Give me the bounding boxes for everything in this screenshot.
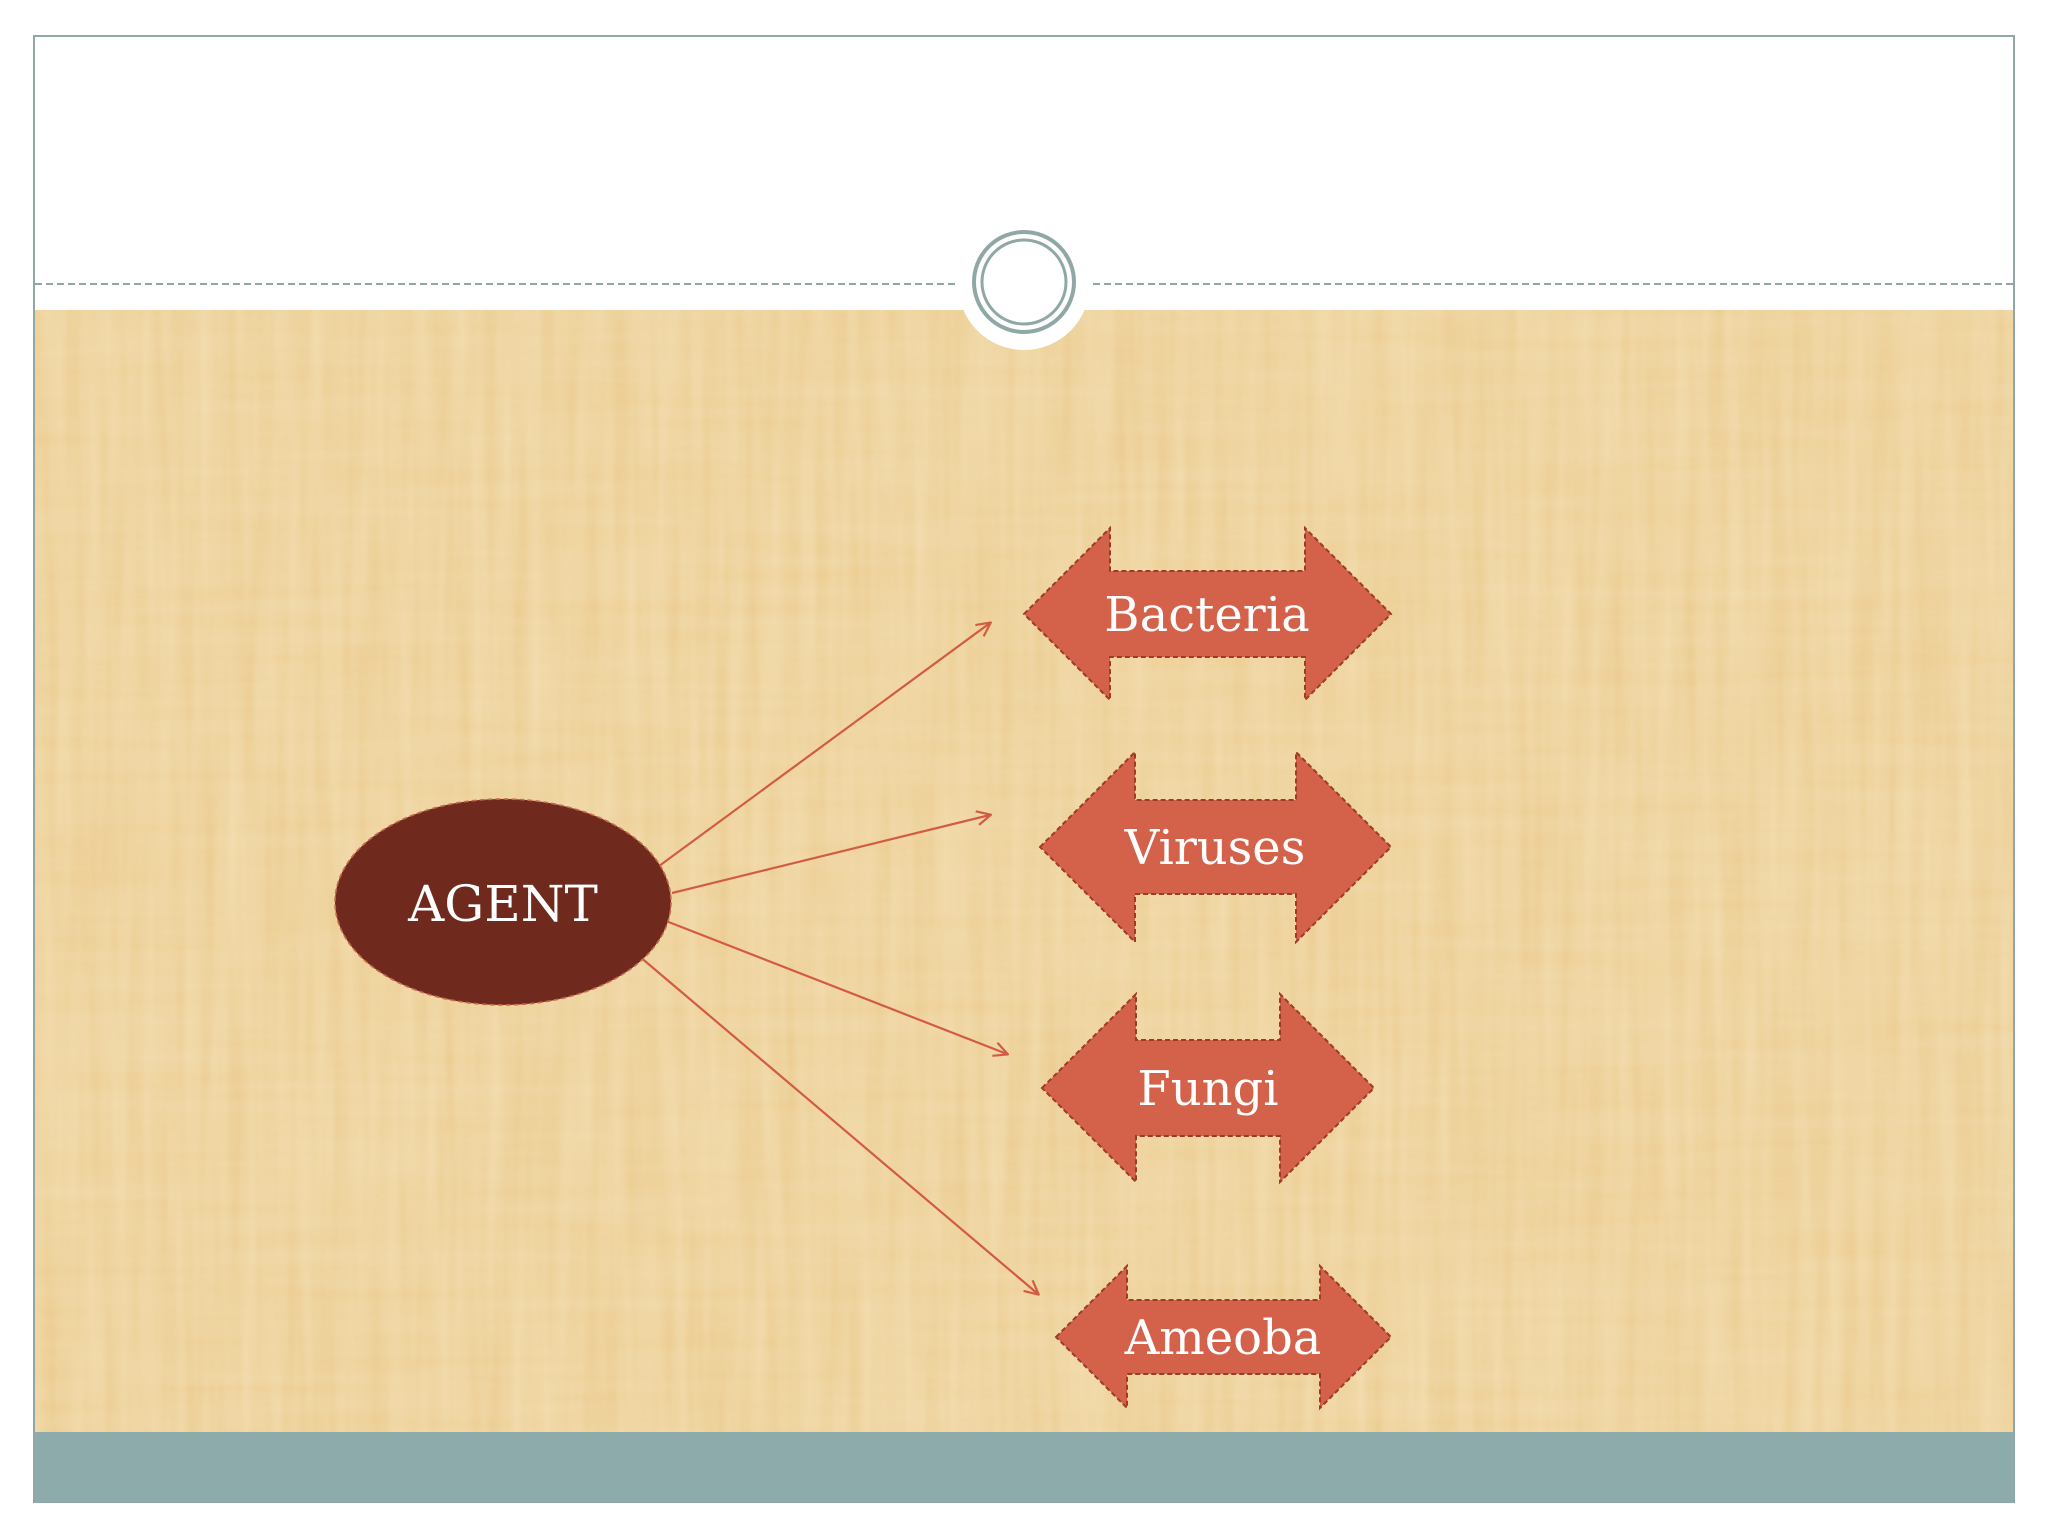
parchment-background — [35, 310, 2013, 1432]
connector-ameoba — [625, 944, 1038, 1294]
target-fungi: Fungi — [1040, 991, 1376, 1185]
connector-fungi — [665, 919, 1007, 1054]
agent-ellipse — [334, 798, 672, 1006]
viruses-double-arrow-shape — [1038, 749, 1393, 945]
bacteria-double-arrow-shape — [1022, 525, 1393, 703]
connector-bacteria — [639, 623, 990, 881]
divider-ring-icon — [972, 230, 1076, 334]
connector-viruses — [671, 815, 990, 895]
agent-label: AGENT — [407, 875, 598, 933]
ameoba-label: Ameoba — [1124, 1310, 1322, 1366]
target-bacteria: Bacteria — [1022, 525, 1393, 703]
bacteria-label: Bacteria — [1104, 587, 1309, 643]
target-viruses: Viruses — [1038, 749, 1393, 945]
fungi-label: Fungi — [1137, 1061, 1278, 1117]
viruses-label: Viruses — [1124, 820, 1306, 876]
connector-group — [625, 623, 1038, 1294]
agent-node: AGENT — [334, 798, 672, 1006]
fungi-double-arrow-shape — [1040, 991, 1376, 1185]
target-ameoba: Ameoba — [1054, 1263, 1393, 1411]
footer-bar — [35, 1432, 2013, 1502]
ameoba-double-arrow-shape — [1054, 1263, 1393, 1411]
